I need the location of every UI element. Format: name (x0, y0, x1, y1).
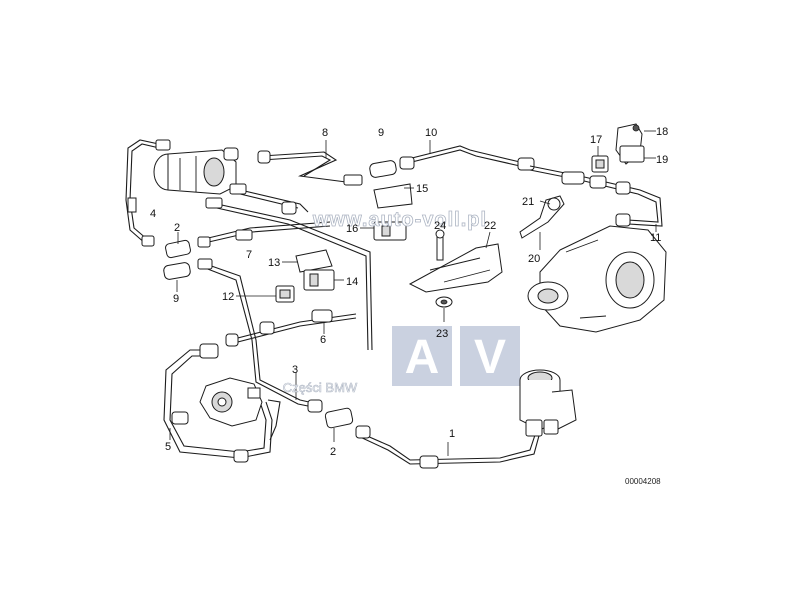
callout-24: 24 (434, 220, 446, 232)
callout-5: 5 (165, 441, 171, 453)
callout-4: 4 (150, 208, 156, 220)
part-2-fitting-top (165, 232, 191, 259)
callout-3: 3 (292, 364, 298, 376)
part-2-fitting-bottom (324, 407, 354, 442)
part-1-line (355, 415, 541, 469)
watermark-logo-letter: V (474, 331, 506, 384)
callout-16: 16 (346, 223, 358, 235)
part-6-line (225, 309, 357, 347)
part-3-line (197, 258, 323, 413)
watermark-logo-letter: A (405, 331, 440, 384)
callout-1: 1 (449, 428, 455, 440)
part-10-line (369, 140, 535, 178)
steering-pump (199, 377, 281, 441)
watermark-logo-left-block (392, 326, 452, 386)
callout-15: 15 (416, 183, 428, 195)
parts-12-13-14-clamps (236, 249, 344, 303)
fluid-reservoir (519, 369, 577, 437)
watermark-brand: Części BMW (283, 380, 358, 395)
callout-9: 9 (173, 293, 179, 305)
drawing-code: 00004208 (625, 477, 661, 486)
parts-15-16-clamps (360, 183, 414, 241)
callout-7: 7 (246, 249, 252, 261)
watermark-logo: A V (392, 326, 520, 386)
callout-11: 11 (650, 232, 661, 244)
callout-13: 13 (268, 257, 280, 269)
callout-23: 23 (436, 328, 448, 340)
callout-19: 19 (656, 154, 668, 166)
part-11-line (529, 165, 663, 232)
callout-12: 12 (222, 291, 234, 303)
callout-21: 21 (522, 196, 534, 208)
callout-20: 20 (528, 253, 540, 265)
parts-22-23-24-shield (408, 229, 503, 322)
hydraulic-unit (153, 147, 239, 195)
rear-differential (527, 225, 667, 333)
part-9-sleeve-left (163, 262, 191, 292)
callout-14: 14 (346, 276, 358, 288)
callout-labels: 1 2 2 3 4 5 6 7 8 9 9 10 11 12 13 14 15 … (150, 126, 668, 458)
callout-9: 9 (378, 127, 384, 139)
callout-22: 22 (484, 220, 496, 232)
part-8-line (257, 140, 363, 186)
callout-2: 2 (330, 446, 336, 458)
callout-18: 18 (656, 126, 668, 138)
part-7-lines (197, 183, 373, 351)
callout-8: 8 (322, 127, 328, 139)
callout-10: 10 (425, 127, 437, 139)
parts-20-21-bracket (519, 195, 565, 250)
parts-17-18-19-brackets (591, 123, 656, 173)
callout-2: 2 (174, 222, 180, 234)
watermark-url: www.auto-voll.pl (312, 209, 487, 231)
callout-6: 6 (320, 334, 326, 346)
part-4-line (125, 139, 171, 247)
part-5-hose (163, 343, 273, 463)
watermark-logo-right-block (460, 326, 520, 386)
callout-17: 17 (590, 134, 602, 146)
